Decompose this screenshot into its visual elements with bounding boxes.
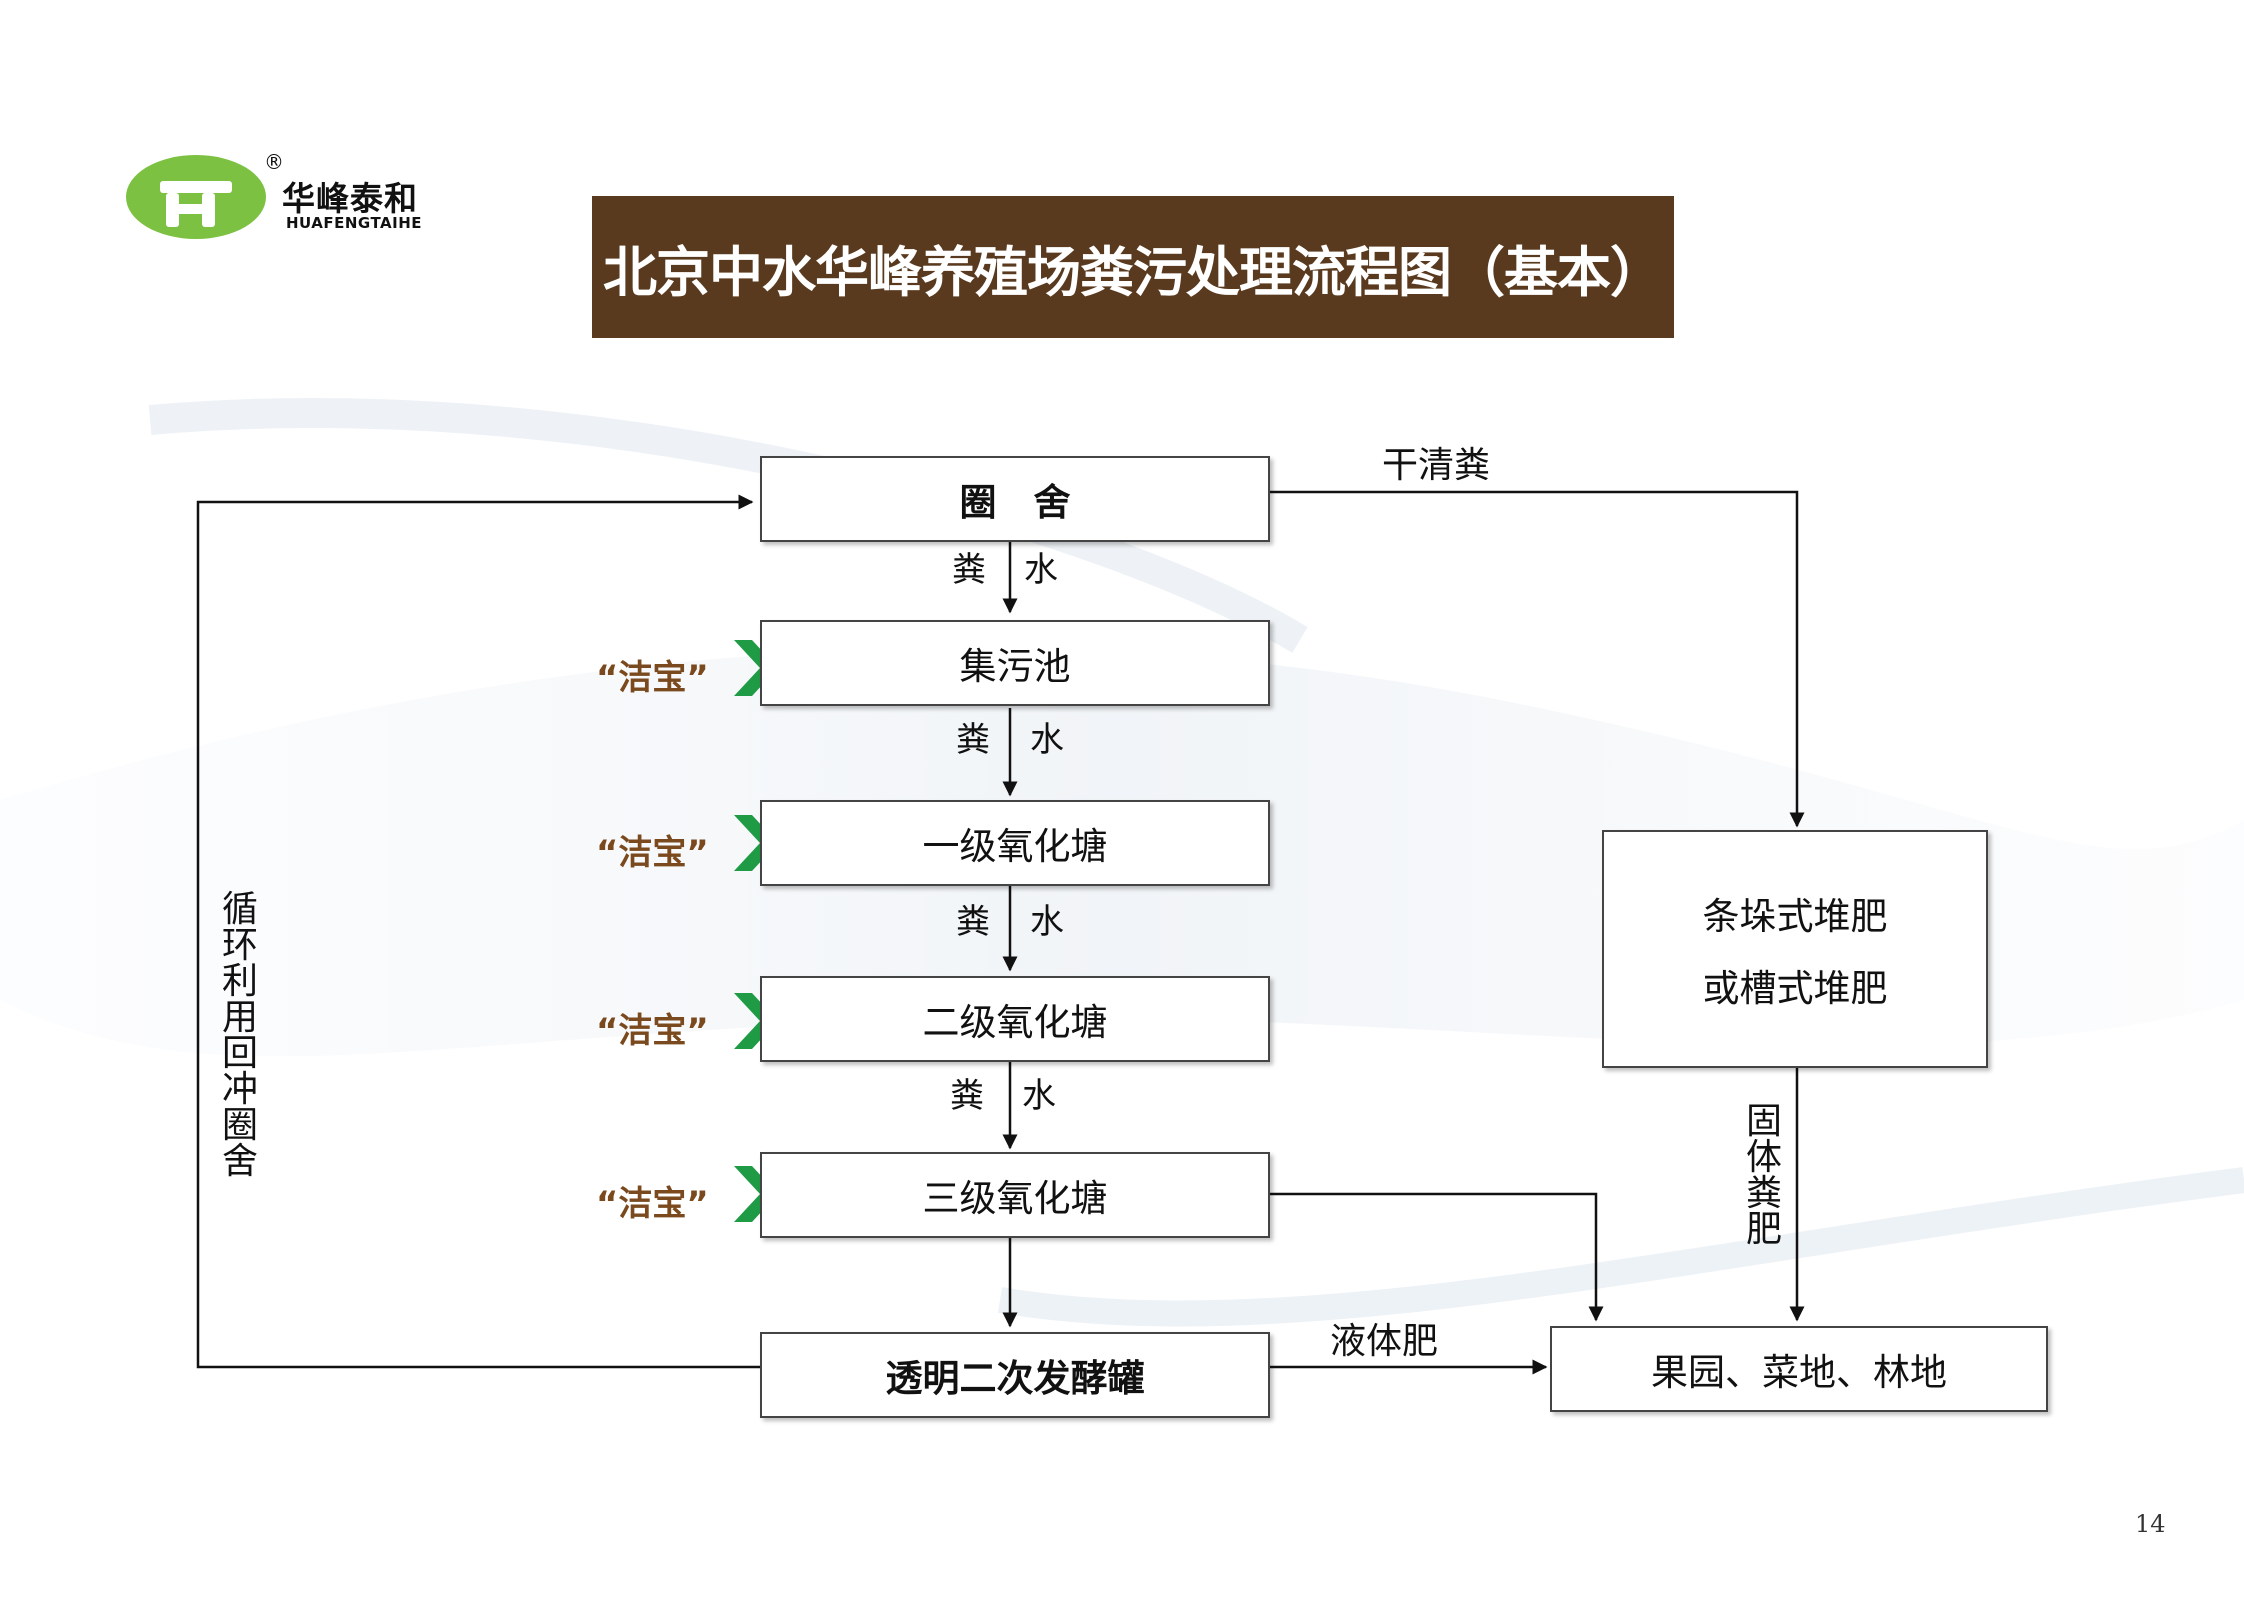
label-water: 水 xyxy=(1030,720,1064,760)
node-oxidation-2-label: 二级氧化塘 xyxy=(922,1001,1108,1044)
label-water: 水 xyxy=(1030,902,1064,942)
additive-label: “洁宝” xyxy=(596,1184,709,1224)
node-fields: 果园、菜地、林地 xyxy=(1550,1326,2048,1412)
node-compost-line-2: 或槽式堆肥 xyxy=(1702,967,1888,1010)
page-title: 北京中水华峰养殖场粪污处理流程图（基本） xyxy=(603,240,1664,304)
node-oxidation-2: 二级氧化塘 xyxy=(760,976,1270,1062)
logo-ht-mark-icon xyxy=(160,181,232,227)
logo-name-cn: 华峰泰和 xyxy=(282,179,418,218)
node-fermenter-label: 透明二次发酵罐 xyxy=(885,1357,1145,1400)
node-oxidation-3: 三级氧化塘 xyxy=(760,1152,1270,1238)
label-liquid-fertilizer: 液体肥 xyxy=(1330,1321,1439,1362)
additive-label: “洁宝” xyxy=(596,833,709,873)
registered-mark: ® xyxy=(264,150,284,174)
label-manure: 粪 xyxy=(956,902,990,942)
arrow-ox3-to-fields xyxy=(1270,1192,1604,1322)
node-fields-label: 果园、菜地、林地 xyxy=(1651,1351,1947,1394)
label-dry-manure: 干清粪 xyxy=(1382,445,1491,486)
node-pen-label: 圈 舍 xyxy=(959,481,1071,524)
label-recycle: 循环利用回冲圈舍 xyxy=(221,889,258,1182)
label-manure: 粪 xyxy=(950,1076,984,1116)
additive-label: “洁宝” xyxy=(596,658,709,698)
label-water: 水 xyxy=(1022,1076,1056,1116)
node-oxidation-3-label: 三级氧化塘 xyxy=(922,1177,1108,1220)
logo-name-en: HUAFENGTAIHE xyxy=(286,214,423,232)
node-fermenter: 透明二次发酵罐 xyxy=(760,1332,1270,1418)
page-number: 14 xyxy=(2135,1510,2166,1538)
node-collection-pool-label: 集污池 xyxy=(959,645,1071,688)
label-manure: 粪 xyxy=(952,550,986,590)
label-manure: 粪 xyxy=(956,720,990,760)
node-collection-pool: 集污池 xyxy=(760,620,1270,706)
arrow-recycle-to-pen xyxy=(196,494,760,1369)
node-oxidation-1: 一级氧化塘 xyxy=(760,800,1270,886)
node-compost-line-1: 条垛式堆肥 xyxy=(1702,895,1888,938)
node-pen: 圈 舍 xyxy=(760,456,1270,542)
company-logo: ® 华峰泰和 HUAFENGTAIHE xyxy=(126,150,456,250)
arrow-pen-to-compost xyxy=(1270,490,1805,828)
logo-badge xyxy=(126,155,266,239)
node-oxidation-1-label: 一级氧化塘 xyxy=(922,825,1108,868)
label-water: 水 xyxy=(1024,550,1058,590)
additive-label: “洁宝” xyxy=(596,1011,709,1051)
label-solid-fertilizer: 固体粪肥 xyxy=(1745,1101,1782,1250)
node-compost: 条垛式堆肥 或槽式堆肥 xyxy=(1602,830,1988,1068)
title-bar: 北京中水华峰养殖场粪污处理流程图（基本） xyxy=(592,196,1674,338)
